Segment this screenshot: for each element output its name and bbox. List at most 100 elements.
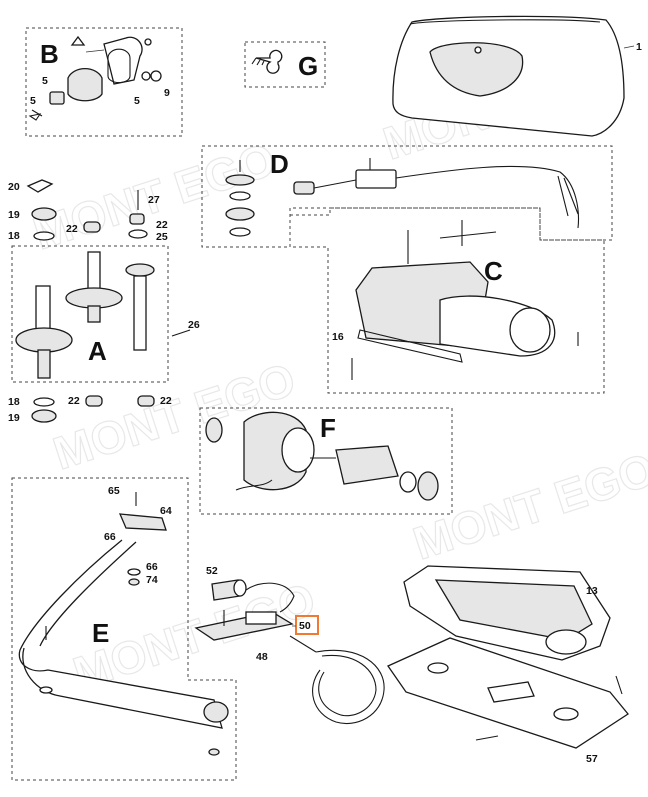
group-e-arm: E 65 64 66 66 74: [11, 477, 237, 781]
group-a-upper-parts: 20 19 18 22 27 22 25: [8, 179, 168, 243]
lock-body-part: [67, 68, 103, 102]
a-shaft-2-lower: [87, 305, 101, 323]
part-20-clip: [26, 179, 54, 193]
d-washer-2: [229, 191, 251, 201]
e-arm-end-sleeve: [203, 701, 229, 723]
base-tray-cup: [545, 629, 587, 655]
group-c-frame: [289, 207, 605, 394]
group-d-label: D: [270, 149, 289, 179]
lock-ring-part-2: [141, 71, 151, 81]
lock-bushing-part: [49, 91, 65, 105]
e-nut-74: [128, 578, 140, 586]
a-pin-26: [171, 329, 191, 337]
part-label-18-b: 18: [8, 396, 20, 408]
e-bracket-64: [118, 513, 167, 531]
highlight-box-part-50[interactable]: [295, 615, 319, 635]
part-label-13: 13: [586, 585, 598, 597]
f-wires: [235, 479, 273, 491]
c-gasket: [357, 329, 463, 363]
c-motor-end: [509, 307, 551, 353]
d-connector: [293, 181, 315, 195]
f-stator-opening: [281, 427, 315, 473]
a-shaft-2: [87, 251, 101, 293]
part-19-bearing: [31, 207, 57, 221]
group-b-frame: [25, 27, 183, 137]
part-22-bushing-b: [129, 213, 145, 225]
cover-part-1: 1: [392, 15, 642, 137]
part-25-washer: [128, 229, 148, 239]
part-label-22-b: 22: [156, 219, 168, 231]
d-cable: [395, 165, 579, 229]
d-washer-1: [225, 174, 255, 186]
part-label-50[interactable]: 50: [299, 620, 311, 632]
cover-top-edge: [409, 19, 601, 25]
a-shaft-3: [133, 275, 147, 351]
group-f-motor: F: [199, 407, 453, 515]
base-tray-inner: [434, 579, 593, 641]
lock-cover-part: [103, 36, 143, 85]
d-wire-1: [313, 179, 357, 189]
e-washer-left: [39, 686, 53, 694]
control-board-area: 52 48 50: [194, 565, 385, 724]
base-housing-13: 13 57: [387, 565, 629, 765]
e-arm-inner-edge: [39, 541, 137, 647]
part-label-57: 57: [586, 753, 598, 765]
base-screw: [615, 675, 623, 695]
c-shaft-assembly: [439, 231, 497, 239]
group-c-gearbox: C 16: [289, 207, 605, 394]
a-shaft-1-lower: [37, 349, 51, 379]
key-teeth: [251, 57, 265, 66]
f-rotor: [335, 445, 399, 485]
f-bearing-right-2: [417, 471, 439, 501]
leader-1: [623, 45, 635, 49]
watermark-text-4: MONT EGO: [407, 443, 648, 570]
d-cable-ends: [557, 175, 579, 217]
capacitor-52-end: [233, 579, 247, 597]
f-bearing-right-1: [399, 471, 417, 493]
cover-screw-hole: [474, 46, 482, 54]
group-e-label: E: [92, 618, 109, 648]
part-label-18-a: 18: [8, 230, 20, 242]
part-label-1: 1: [636, 41, 642, 53]
base-plate-hole-1: [427, 662, 449, 674]
part-label-19-a: 19: [8, 209, 20, 221]
d-bearing: [225, 207, 255, 221]
part-label-64: 64: [160, 505, 172, 517]
part-label-22-c: 22: [68, 395, 80, 407]
group-f-frame: [199, 407, 453, 515]
part-label-22-a: 22: [66, 223, 78, 235]
part-label-66-b: 66: [146, 561, 158, 573]
key-part: [255, 49, 283, 74]
cover-window: [429, 42, 524, 97]
cable-coil-outer: [312, 649, 385, 724]
part-label-19-b: 19: [8, 412, 20, 424]
lock-key-small: [28, 109, 43, 121]
e-washer-66: [127, 568, 141, 576]
part-label-9: 9: [164, 87, 170, 99]
part-19-bearing-b: [31, 409, 57, 423]
base-plate-hole-2: [553, 707, 579, 721]
a-gear-large-1: [15, 327, 73, 353]
group-g-label: G: [298, 51, 318, 81]
part-label-66-a: 66: [104, 531, 116, 543]
group-c-label: C: [484, 256, 503, 286]
lock-cylinder-part: [107, 48, 131, 84]
e-washer-right: [208, 748, 220, 756]
f-bearing-left: [205, 417, 223, 443]
leader-b-1: [85, 49, 105, 53]
group-b-label: B: [40, 39, 59, 69]
part-label-48: 48: [256, 651, 268, 663]
part-18-ring: [33, 231, 55, 241]
group-a-lower-parts: 18 19 22 22: [8, 395, 172, 424]
group-d-wiring: D: [201, 145, 613, 248]
d-terminal-block: [355, 169, 397, 189]
a-shaft-1: [35, 285, 51, 331]
part-label-22-d: 22: [160, 395, 172, 407]
part-label-16: 16: [332, 331, 344, 343]
capacitor-52-wire: [245, 582, 295, 613]
group-a-frame: [11, 245, 169, 383]
part-22-bushing-c: [85, 395, 103, 407]
group-g-frame: [244, 41, 326, 88]
part-22-bushing-d: [137, 395, 155, 407]
